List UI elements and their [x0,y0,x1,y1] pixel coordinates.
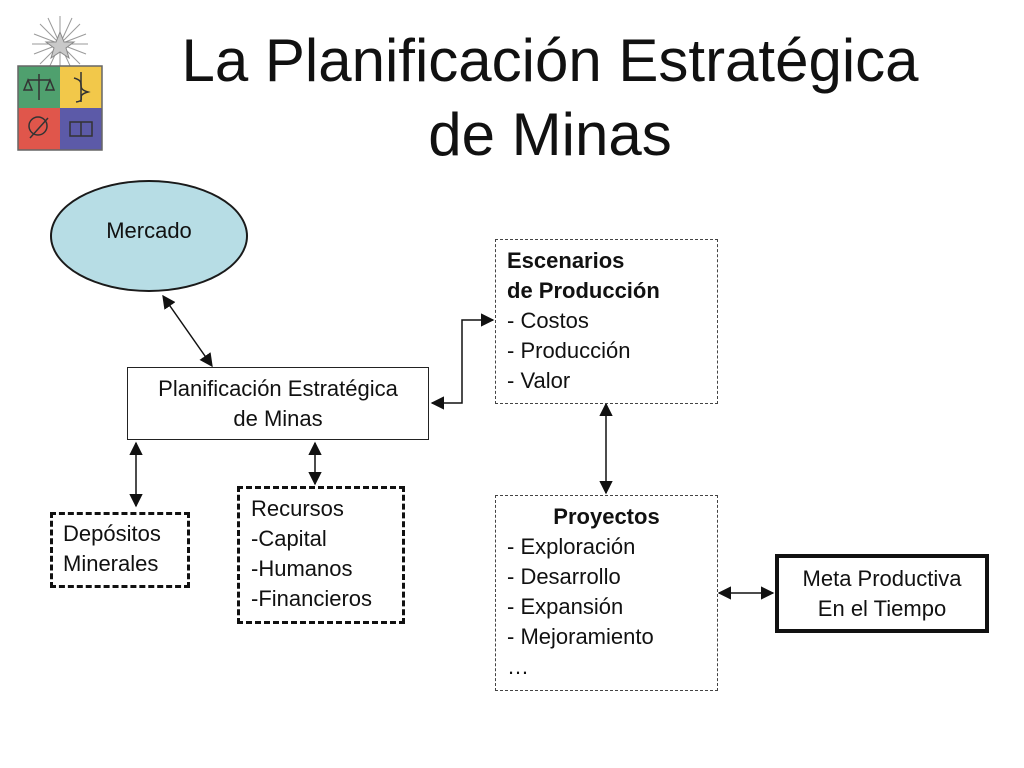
recursos-node: Recursos -Capital -Humanos -Financieros [237,486,405,624]
recursos-item: -Financieros [251,586,373,611]
recursos-heading: Recursos [251,496,344,521]
recursos-item: -Humanos [251,556,353,581]
proyectos-item: - Desarrollo [507,564,621,589]
depositos-node: Depósitos Minerales [50,512,190,588]
planificacion-node: Planificación Estratégica de Minas [127,367,429,440]
escenarios-item: - Producción [507,338,631,363]
meta-line-2: En el Tiempo [817,596,947,621]
university-crest-icon [12,14,108,158]
proyectos-item: - Expansión [507,594,624,619]
escenarios-node: Escenarios de Producción - Costos - Prod… [495,239,718,404]
proyectos-item: … [507,654,529,679]
escenarios-item: - Costos [507,308,589,333]
escenarios-heading-1: Escenarios [507,248,625,273]
mercado-label: Mercado [106,218,192,243]
planificacion-line-2: de Minas [233,406,323,431]
meta-line-1: Meta Productiva [802,566,962,591]
mercado-node: Mercado [50,180,248,292]
proyectos-item: - Mejoramiento [507,624,654,649]
depositos-line-2: Minerales [63,551,159,576]
arrow-planificacion-escenarios [430,313,495,410]
arrow-mercado-planificacion [162,294,213,368]
meta-node: Meta Productiva En el Tiempo [775,554,989,633]
escenarios-heading-2: de Producción [507,278,660,303]
recursos-item: -Capital [251,526,327,551]
proyectos-node: Proyectos - Exploración - Desarrollo - E… [495,495,718,691]
escenarios-item: - Valor [507,368,571,393]
proyectos-item: - Exploración [507,534,636,559]
depositos-line-1: Depósitos [63,521,161,546]
page-title: La Planificación Estratégica de Minas [140,24,960,172]
title-line-2: de Minas [428,101,672,168]
proyectos-heading: Proyectos [553,504,660,529]
planificacion-line-1: Planificación Estratégica [158,376,398,401]
title-line-1: La Planificación Estratégica [181,27,919,94]
